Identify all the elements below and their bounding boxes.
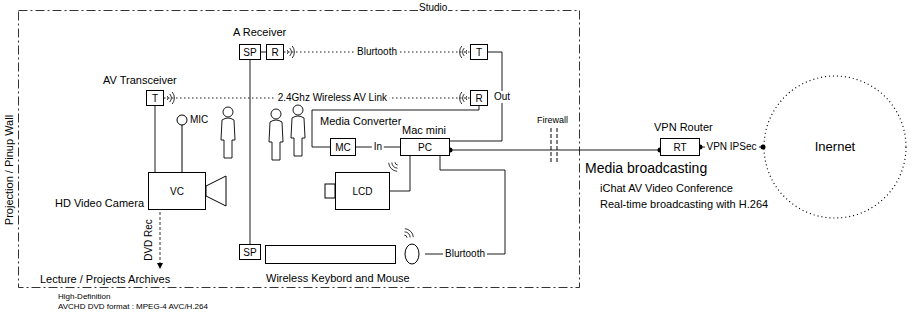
recording-label: DVD Rec <box>143 219 155 261</box>
wireless-wave <box>392 163 398 169</box>
footnote: AVCHD DVD format : MPEG-4 AVC/H.264 <box>58 302 208 312</box>
connector-dot <box>761 145 766 150</box>
device-heading: Wireless Keybord and Mouse <box>265 272 411 285</box>
mic-wire <box>182 125 183 172</box>
firewall-label: Firewall <box>537 115 568 126</box>
receiver-box: R <box>266 44 284 60</box>
box-label: SP <box>243 247 256 258</box>
device-heading: Media Converter <box>319 115 402 128</box>
firewall-bar <box>557 128 558 164</box>
device-heading: AV Transceiver <box>102 74 178 87</box>
footnote: High-Definition <box>58 292 110 302</box>
device-heading: Studio <box>418 2 448 14</box>
mic-label: MIC <box>190 114 208 126</box>
connector-line <box>155 106 156 172</box>
box-label: VC <box>170 186 184 197</box>
box-label: SP <box>243 47 256 58</box>
converter-box: Media ConverterMC <box>330 138 356 156</box>
connector-label: Blurtooth <box>443 248 487 260</box>
note-text: iChat AV Video Conference <box>600 182 733 195</box>
connector-label: Blurtooth <box>355 46 399 58</box>
wireless-wave <box>170 94 171 102</box>
wall-label: Projection / Pinup Wall <box>3 115 16 225</box>
box-label: R <box>475 93 482 104</box>
box-label: PC <box>418 142 432 153</box>
camera-box: VCHD Video Camera <box>148 172 206 210</box>
studio-area: SPRTAV TransceiverTRMedia ConverterMCMac… <box>18 10 580 288</box>
box-label: R <box>271 47 278 58</box>
device-heading: VPN Router <box>653 121 714 134</box>
box-label: T <box>476 47 482 58</box>
wireless-wave <box>466 96 468 100</box>
speaker-box: SP <box>239 44 261 60</box>
internet-cloud: Inernet <box>763 75 907 219</box>
firewall-bar <box>551 128 552 164</box>
connector-line <box>425 156 505 254</box>
dvd-rec-line <box>160 212 161 264</box>
connector-label: VPN IPSec <box>704 141 758 153</box>
box-label: LCD <box>352 186 372 197</box>
box-label: Inernet <box>815 140 855 154</box>
connector-label: Out <box>492 91 512 103</box>
device-heading: Mac mini <box>401 124 447 137</box>
wireless-wave <box>290 48 291 56</box>
computer-box: Mac miniPC <box>400 138 450 156</box>
box-label: MC <box>335 142 351 153</box>
speaker-box: SP <box>239 244 261 260</box>
connector-label: 2.4Ghz Wireless AV Link <box>276 92 389 104</box>
box-label: RT <box>673 142 686 153</box>
wireless-wave <box>405 229 414 238</box>
mic-symbol <box>177 115 187 125</box>
wireless-wave <box>405 232 411 238</box>
lcd-stand <box>325 184 335 198</box>
keyboard-mouse: Wireless Keybord and Mouse <box>265 242 425 266</box>
connector-line <box>250 60 251 244</box>
transceiver-box: AV TransceiverT <box>146 90 164 106</box>
section-heading: Media broadcasting <box>585 160 707 177</box>
device-heading: HD Video Camera <box>54 197 145 210</box>
router-box: VPN RouterRT <box>660 138 700 156</box>
group-label: A Receiver <box>233 26 286 39</box>
keyboard-mouse-outline <box>265 242 425 266</box>
wireless-wave <box>389 163 398 172</box>
wireless-wave <box>395 162 398 165</box>
connector-line <box>450 150 660 151</box>
camera-lens <box>206 176 226 206</box>
box-label: T <box>152 93 158 104</box>
archive-label: Lecture / Projects Archives <box>40 273 170 286</box>
wireless-wave <box>404 235 407 238</box>
transmitter-box: T <box>470 44 488 60</box>
dvd-rec-arrowhead <box>157 263 163 269</box>
display-box: LCD <box>335 172 390 210</box>
wireless-wave <box>466 50 468 54</box>
connector-label: In <box>372 141 384 153</box>
note-text: Real-time broadcasting with H.264 <box>600 198 768 211</box>
connector-line <box>390 156 410 191</box>
people-figures <box>221 105 305 160</box>
receiver-box: R <box>470 90 488 106</box>
